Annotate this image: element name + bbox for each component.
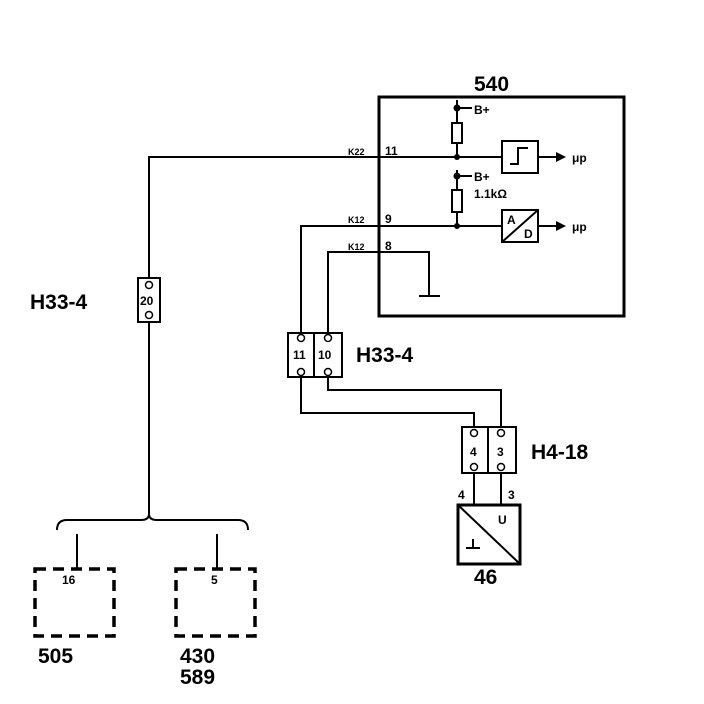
- sensor-ground-icon: [466, 539, 480, 549]
- pullup-resistor-top: [451, 122, 463, 144]
- connector-left-pin: 20: [140, 294, 154, 308]
- sensor-wire-label-a: 4: [458, 488, 465, 502]
- ground-line-pin8: [379, 251, 430, 296]
- module-505-pin: 16: [62, 573, 76, 587]
- control-unit-id: 540: [474, 73, 509, 96]
- pullup-resistor-mid: [451, 189, 463, 213]
- sensor-diagonal: [457, 504, 521, 565]
- wire-pin9-to-h33: [300, 225, 379, 333]
- sensor-symbol: U: [498, 513, 507, 527]
- wire-h33-pin10-to-h4-pin3: [327, 377, 502, 427]
- pin-label-k22: K22: [348, 147, 365, 157]
- connector-right-contact: [469, 462, 479, 472]
- control-unit-box: [377, 95, 626, 318]
- sensor-id: 46: [474, 566, 497, 589]
- pin-number-11: 11: [385, 144, 398, 158]
- connector-mid-contact: [323, 367, 333, 377]
- connector-right-contact: [496, 428, 506, 438]
- wire-pin8-to-h33: [327, 251, 379, 333]
- output-label-top: μp: [572, 151, 587, 165]
- connector-mid-contact: [296, 333, 306, 343]
- module-505-box: [33, 567, 116, 638]
- connector-mid-contact: [296, 367, 306, 377]
- connector-right-contact: [469, 428, 479, 438]
- pin-label-k12-b: K12: [348, 242, 365, 252]
- control-unit-540: 540 B+ μp B+ 1.1kΩ A D μp: [377, 73, 626, 318]
- connector-left-contact-bottom: [144, 310, 154, 320]
- wire-pin11-to-h33: [148, 156, 379, 278]
- arrow-right-icon: [556, 152, 566, 162]
- module-430-box: [174, 567, 257, 638]
- connector-left-label: H33-4: [30, 291, 88, 314]
- ad-converter-divider: [501, 209, 539, 243]
- arrow-right-icon: [556, 221, 566, 231]
- sensor-46: U 46: [456, 503, 522, 589]
- resistor-value: 1.1kΩ: [474, 187, 507, 201]
- ad-label-a: A: [507, 213, 516, 227]
- connector-h33-4-left: 20 H33-4: [30, 277, 161, 323]
- module-505-id: 505: [38, 645, 73, 668]
- trigger-symbol-icon: [510, 147, 528, 165]
- sensor-box: [456, 503, 522, 566]
- connector-h33-4-middle: 11 10 H33-4: [287, 332, 414, 378]
- supply-label-mid: B+: [474, 170, 490, 184]
- connector-left-contact-top: [144, 280, 154, 290]
- connector-mid-pin-a: 11: [293, 348, 306, 362]
- module-430-id-line1: 430: [180, 645, 215, 668]
- connector-h4-18: 4 3 H4-18: [461, 426, 589, 474]
- pin-number-8: 8: [385, 239, 392, 253]
- supply-label-top: B+: [474, 103, 490, 117]
- connector-right-label: H4-18: [531, 441, 589, 464]
- connector-mid-label: H33-4: [356, 344, 414, 367]
- trigger-block: [501, 140, 539, 174]
- connector-mid-contact: [323, 333, 333, 343]
- ad-label-d: D: [524, 227, 533, 241]
- output-label-bottom: μp: [572, 220, 587, 234]
- connector-mid-pin-b: 10: [318, 348, 332, 362]
- module-430-id-line2: 589: [180, 666, 215, 689]
- wire-h33-pin11-to-h4-pin4: [300, 377, 475, 427]
- pin-label-k12-a: K12: [348, 215, 365, 225]
- branch-brace: [56, 513, 249, 531]
- connector-right-contact: [496, 462, 506, 472]
- module-430-589: 5 430 589: [174, 567, 257, 689]
- pin-number-9: 9: [385, 212, 392, 226]
- connector-right-pin-b: 3: [497, 445, 504, 459]
- module-505: 16 505: [33, 567, 116, 668]
- sensor-wire-label-b: 3: [508, 488, 515, 502]
- module-430-pin: 5: [211, 573, 218, 587]
- connector-right-pin-a: 4: [470, 445, 477, 459]
